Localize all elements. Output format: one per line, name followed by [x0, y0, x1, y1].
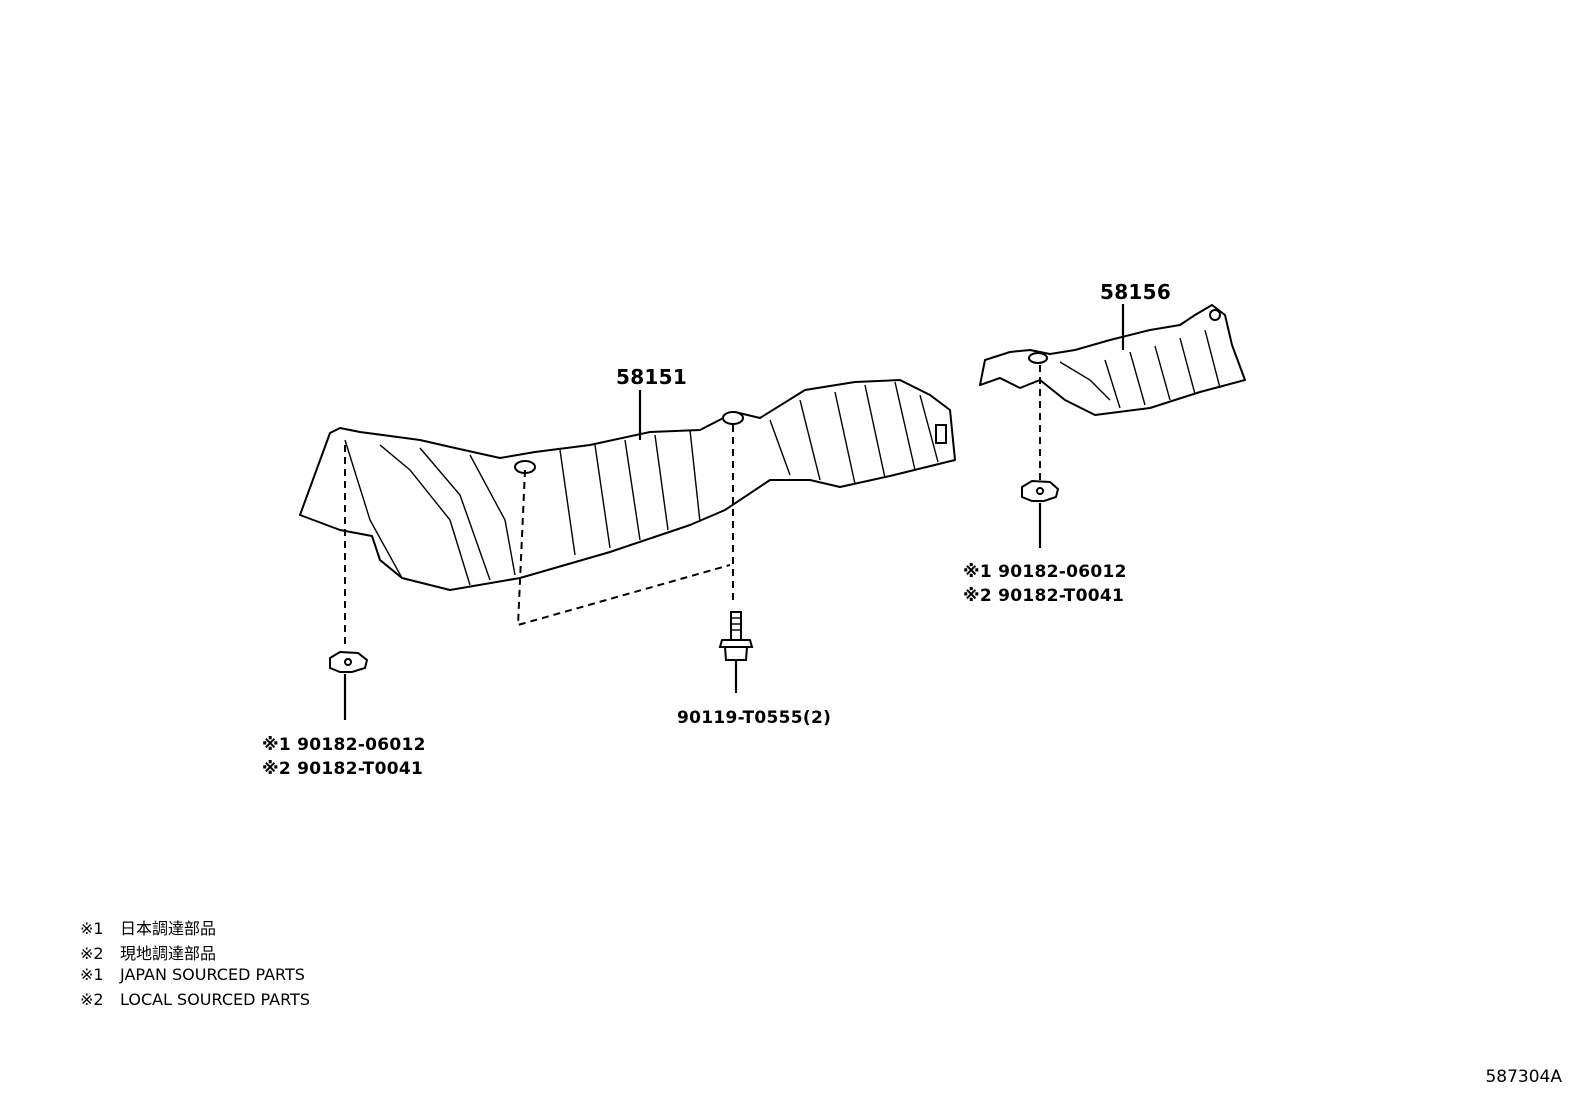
- diagram-code: 587304A: [1485, 1067, 1562, 1087]
- note-text: JAPAN SOURCED PARTS: [120, 965, 305, 984]
- note-text: LOCAL SOURCED PARTS: [120, 990, 310, 1009]
- label-left-nut-2: ※2 90182-T0041: [262, 759, 424, 779]
- note-4: ※2 LOCAL SOURCED PARTS: [80, 990, 310, 1009]
- note-mark: ※2: [80, 990, 104, 1009]
- heat-insulator-rear: [979, 304, 1246, 416]
- note-mark: ※1: [80, 965, 104, 984]
- label-bolt: 90119-T0555(2): [677, 708, 832, 728]
- note-mark: ※2: [80, 944, 104, 963]
- nut-left-icon: [329, 650, 369, 720]
- note-2: ※2 現地調達部品: [80, 940, 216, 964]
- note-3: ※1 JAPAN SOURCED PARTS: [80, 965, 305, 984]
- label-left-nut-1: ※1 90182-06012: [262, 735, 426, 755]
- note-1: ※1 日本調達部品: [80, 915, 216, 939]
- heat-insulator-main: [299, 379, 956, 591]
- label-right-nut-2: ※2 90182-T0041: [963, 586, 1125, 606]
- label-right-nut-1: ※1 90182-06012: [963, 562, 1127, 582]
- label-58151: 58151: [616, 365, 688, 389]
- label-58156: 58156: [1100, 280, 1172, 304]
- nut-right-icon: [1021, 479, 1060, 548]
- bolt-icon: [718, 611, 754, 693]
- dashed-line-bolt-offset: [516, 469, 731, 627]
- note-text: 日本調達部品: [120, 919, 217, 938]
- note-text: 現地調達部品: [120, 944, 217, 963]
- note-mark: ※1: [80, 919, 104, 938]
